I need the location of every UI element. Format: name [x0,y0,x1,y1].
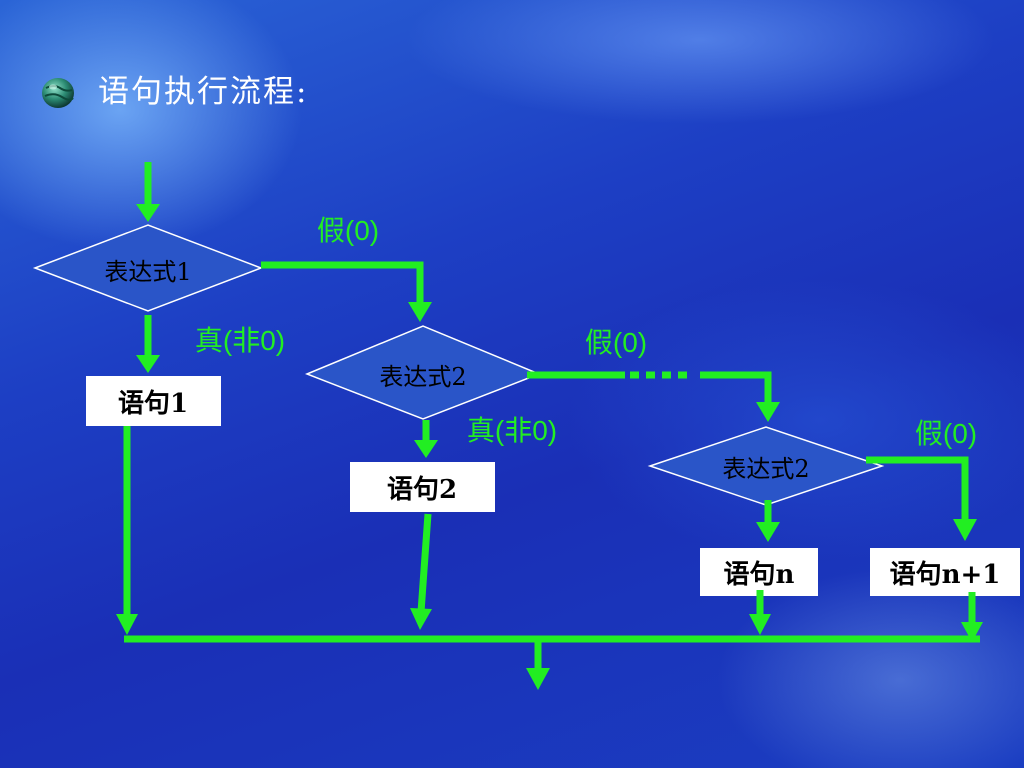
globe-bullet-icon [42,78,74,108]
decision-1-label: 表达式1 [104,258,191,286]
merge-arrow-2 [410,513,432,630]
decision-2-label: 表达式2 [379,363,466,391]
entry-arrow [136,162,160,222]
statement-n-plus-1-label: 语句n+1 [890,560,1001,590]
false-label-2: 假(0) [585,327,647,358]
statement-n-plus-1: 语句n+1 [870,548,1020,596]
decision-3-label: 表达式2 [722,455,809,483]
true-arrow-1 [136,315,160,373]
merge-arrow-n [749,590,771,635]
false-arrow-3 [866,456,977,541]
decision-1: 表达式1 [32,224,264,312]
merge-arrow-n-plus-1 [961,592,983,642]
false-label-1: 假(0) [317,215,379,246]
exit-arrow [526,640,550,690]
decision-3: 表达式2 [647,426,885,506]
decision-2: 表达式2 [304,325,542,420]
merge-arrow-1 [116,426,138,635]
page-title: 语句执行流程: [98,74,309,110]
false-arrow-1 [261,261,432,322]
true-arrow-3 [756,500,780,542]
false-label-3: 假(0) [915,418,977,449]
statement-2-label: 语句2 [387,475,457,505]
true-label-1: 真(非0) [195,325,285,356]
statement-1-label: 语句1 [118,389,188,419]
true-label-2: 真(非0) [467,415,557,446]
true-arrow-2 [414,420,438,458]
statement-n: 语句n [700,548,818,596]
statement-n-label: 语句n [724,560,795,590]
statement-1: 语句1 [86,376,221,426]
statement-2: 语句2 [350,462,495,512]
false-arrow-2 [527,371,780,422]
